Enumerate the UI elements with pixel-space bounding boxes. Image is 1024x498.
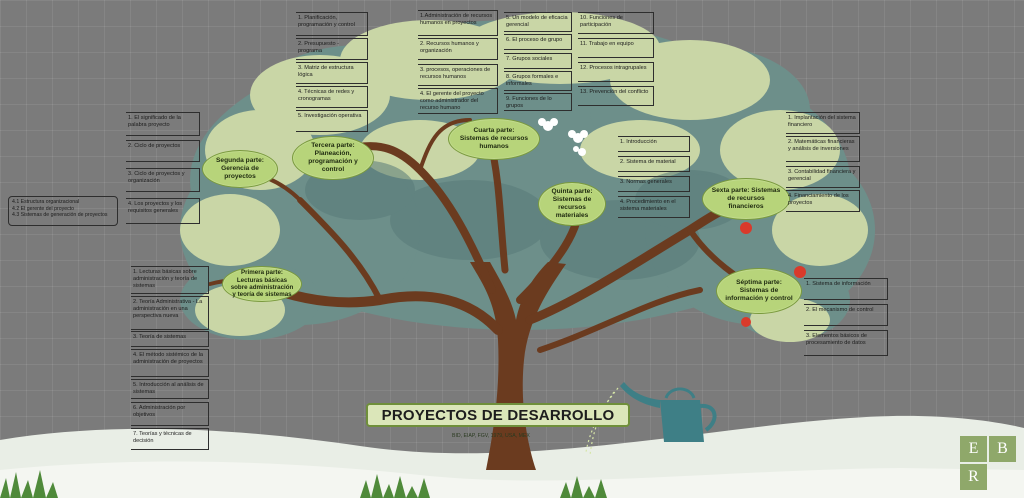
- part-2-item: 4. Los proyectos y los requisitos genera…: [126, 198, 200, 224]
- part-3-item: 5. Investigación operativa: [296, 110, 368, 132]
- part-2-label: Segunda parte: Gerencia de proyectos: [216, 157, 264, 180]
- leaf-part-4: Cuarta parte: Sistemas de recursos human…: [448, 118, 540, 160]
- logo-letter: R: [960, 464, 987, 490]
- part-6-item: 4. Financiamiento de los proyectos: [786, 190, 860, 212]
- part-4-label: Cuarta parte: Sistemas de recursos human…: [459, 127, 529, 150]
- grass: [0, 470, 607, 498]
- part-2-item: 3. Ciclo de proyectos y organización: [126, 168, 200, 192]
- part-2-item: 1. El significado de la palabra proyecto: [126, 112, 200, 136]
- part-2-subitems: 4.1 Estructura organizacional 4.2 El ger…: [8, 196, 118, 226]
- part-5-item: 4. Procedimiento en el sistema materiale…: [618, 196, 690, 218]
- part-4-item: 7. Grupos sociales: [504, 53, 572, 69]
- part-6-label: Sexta parte: Sistemas de recursos financ…: [711, 187, 781, 210]
- leaf-part-1: Primera parte: Lecturas básicas sobre ad…: [222, 266, 302, 302]
- part-4-item: 12. Procesos intragrupales: [578, 62, 654, 82]
- part-3-item: 1. Planificación, programación y control: [296, 12, 368, 36]
- part-2-item: 2. Ciclo de proyectos: [126, 140, 200, 162]
- part-3-item: 3. Matriz de estructura lógica: [296, 62, 368, 84]
- part-1-item: 1. Lecturas básicas sobre administración…: [131, 266, 209, 294]
- ebr-logo: E B R: [960, 436, 1016, 490]
- part-5-item: 1. Introducción: [618, 136, 690, 152]
- part-7-item: 2. El mecanismo de control: [804, 304, 888, 326]
- part-1-item: 5. Introducción al análisis de sistemas: [131, 379, 209, 399]
- part-2-subitem: 4.1 Estructura organizacional: [12, 199, 80, 205]
- part-1-item: 3. Teoría de sistemas: [131, 331, 209, 347]
- logo-letter: E: [960, 436, 987, 462]
- part-7-item: 1. Sistema de información: [804, 278, 888, 300]
- watering-can-icon: [585, 382, 717, 457]
- leaf-part-7: Séptima parte: Sistemas de información y…: [716, 268, 802, 314]
- trunk: [470, 262, 566, 470]
- part-5-label: Quinta parte: Sistemas de recursos mater…: [551, 188, 593, 219]
- part-1-label: Primera parte: Lecturas básicas sobre ad…: [230, 269, 294, 299]
- part-2-subitem: 4.3 Sistemas de generación de proyectos: [12, 212, 108, 218]
- part-4-item: 8. Grupos formales e informales: [504, 71, 572, 91]
- leaf-part-5: Quinta parte: Sistemas de recursos mater…: [538, 182, 606, 226]
- part-4-item: 3. procesos, operaciones de recursos hum…: [418, 64, 498, 86]
- part-4-item: 13. Prevención del conflicto: [578, 86, 654, 106]
- part-1-item: 4. El método sistémico de la administrac…: [131, 349, 209, 377]
- part-7-label: Séptima parte: Sistemas de información y…: [725, 279, 793, 302]
- part-3-item: 4. Técnicas de redes y cronogramas: [296, 86, 368, 108]
- part-4-item: 2. Recursos humanos y organización: [418, 38, 498, 60]
- source-note: BID, EIAP, FGV, 1979, USA, MEX: [452, 433, 530, 439]
- part-4-item: 4. El gerente del proyecto como administ…: [418, 88, 498, 114]
- part-4-item: 6. El proceso de grupo: [504, 34, 572, 50]
- part-5-item: 2. Sistema de material: [618, 156, 690, 172]
- flowers: [538, 118, 588, 156]
- diagram-title: PROYECTOS DE DESARROLLO: [366, 403, 630, 427]
- part-1-item: 2. Teoría Administrativa - La administra…: [131, 296, 209, 330]
- part-1-item: 6. Administración por objetivos: [131, 402, 209, 426]
- part-7-item: 3. Elementos básicos de procesamiento de…: [804, 330, 888, 356]
- part-4-item: 5. Un modelo de eficacia gerencial: [504, 12, 572, 32]
- part-5-item: 3. Normas generales: [618, 176, 690, 192]
- part-4-item: 1.Administración de recursos humanos en …: [418, 10, 498, 36]
- ground-foreground: [0, 461, 1024, 498]
- logo-blank: [989, 464, 1016, 490]
- leaf-part-2: Segunda parte: Gerencia de proyectos: [202, 150, 278, 188]
- part-1-item: 7. Teorías y técnicas de decisión: [131, 428, 209, 450]
- apples: [740, 222, 806, 327]
- part-3-label: Tercera parte: Planeación, programación …: [308, 142, 358, 173]
- part-4-item: 9. Funciones de lo grupos: [504, 93, 572, 111]
- part-2-subitem: 4.2 El gerente del proyecto: [12, 205, 75, 212]
- part-6-item: 1. Implantación del sistema financiero: [786, 112, 860, 134]
- canopy-light: [180, 12, 868, 342]
- part-4-item: 11. Trabajo en equipo: [578, 38, 654, 58]
- leaf-part-3: Tercera parte: Planeación, programación …: [292, 136, 374, 180]
- part-6-item: 3. Contabilidad financiera y gerencial: [786, 166, 860, 188]
- part-3-item: 2. Presupuesto - programa: [296, 38, 368, 60]
- part-6-item: 2. Matemáticas financieras y análisis de…: [786, 136, 860, 162]
- part-4-item: 10. Funciones de participación: [578, 12, 654, 34]
- logo-letter: B: [989, 436, 1016, 462]
- leaf-part-6: Sexta parte: Sistemas de recursos financ…: [702, 178, 790, 220]
